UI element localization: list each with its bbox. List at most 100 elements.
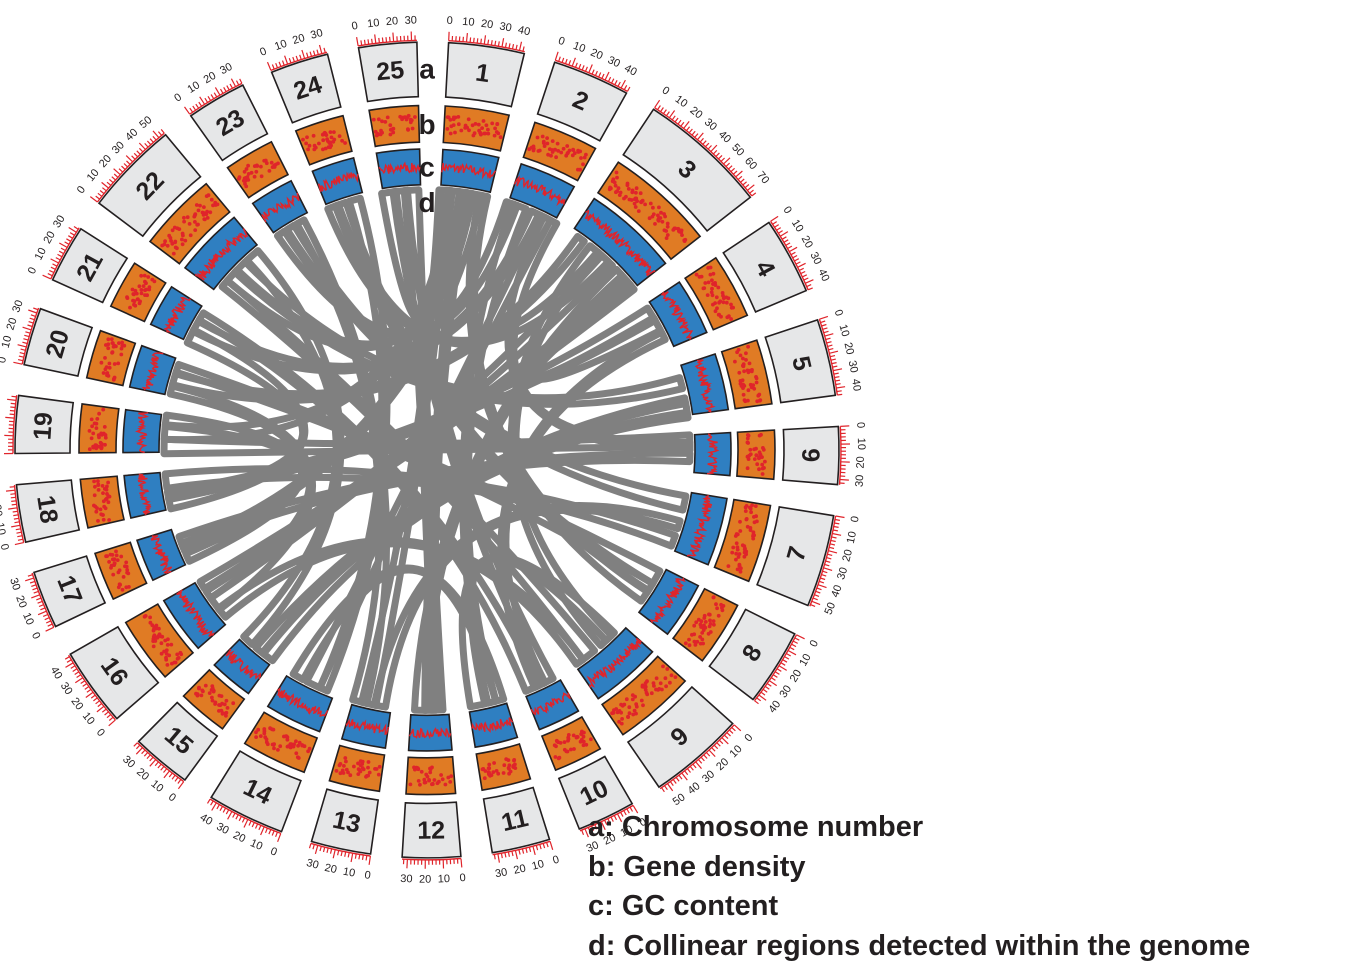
- tick-label: 0: [832, 308, 845, 318]
- gene-density-point: [338, 763, 342, 767]
- tick-mark: [752, 193, 756, 196]
- gene-density-point: [700, 619, 704, 623]
- gene-density-point: [153, 633, 157, 637]
- tick-label: 40: [517, 24, 532, 38]
- tick-mark: [506, 43, 507, 48]
- gene-density-point: [752, 387, 756, 391]
- tick-mark: [175, 777, 178, 781]
- gene-density-point: [721, 291, 725, 295]
- tick-mark: [314, 51, 315, 56]
- tick-mark: [119, 169, 123, 172]
- gene-density-point: [641, 703, 645, 707]
- tick-mark: [6, 490, 15, 491]
- gene-density-point: [704, 620, 708, 624]
- tick-mark: [211, 95, 214, 99]
- gene-density-point: [96, 483, 100, 487]
- tick-mark: [361, 40, 362, 45]
- tick-mark: [763, 689, 767, 692]
- tick-mark: [830, 544, 835, 545]
- tick-mark: [16, 529, 21, 530]
- gene-density-point: [741, 364, 745, 368]
- tick-mark: [233, 813, 235, 817]
- gene-density-point: [109, 566, 113, 570]
- gene-density-point: [643, 203, 647, 207]
- tick-label: 40: [849, 378, 863, 392]
- gene-density-point: [608, 187, 612, 191]
- tick-mark: [249, 821, 251, 826]
- gene-density-point: [674, 675, 678, 679]
- gene-density-point: [630, 190, 634, 194]
- gene-density-point: [541, 135, 545, 139]
- gene-density-point: [90, 418, 94, 422]
- gene-density-point: [218, 694, 222, 698]
- tick-mark: [279, 62, 281, 67]
- tick-mark: [58, 254, 62, 256]
- tick-mark: [313, 844, 314, 849]
- gene-density-point: [294, 739, 298, 743]
- tick-mark: [498, 41, 499, 46]
- gene-density-point: [542, 141, 546, 145]
- tick-mark: [526, 848, 527, 853]
- gene-density-point: [749, 507, 753, 511]
- gene-density-point: [423, 781, 427, 785]
- gene-density-point: [562, 147, 566, 151]
- tick-mark: [519, 850, 520, 855]
- chromosome-number: 12: [417, 816, 445, 844]
- tick-label: 20: [788, 668, 805, 685]
- gene-density-point: [246, 178, 250, 182]
- tick-mark: [540, 844, 541, 849]
- tick-mark: [59, 243, 67, 247]
- tick-mark: [795, 638, 799, 640]
- gene-density-point: [409, 120, 413, 124]
- gene-density-point: [101, 491, 105, 495]
- tick-mark: [86, 692, 93, 697]
- gene-density-point: [367, 760, 371, 764]
- gene-density-point: [103, 425, 107, 429]
- gene-density-point: [711, 293, 715, 297]
- tick-mark: [788, 246, 792, 248]
- tick-mark: [520, 42, 522, 51]
- gene-density-point: [110, 337, 114, 341]
- gene-density-point: [437, 780, 441, 784]
- tick-mark: [75, 678, 83, 683]
- legend-item-b: b: Gene density: [588, 848, 1250, 888]
- gene-density-point: [253, 175, 257, 179]
- tick-label: 60: [742, 155, 759, 172]
- gene-density-point: [617, 720, 621, 724]
- tick-mark: [769, 681, 776, 686]
- gene-density-point: [684, 641, 688, 645]
- tick-mark: [226, 810, 228, 814]
- gene-density-point: [512, 764, 516, 768]
- gene-density-point: [492, 761, 496, 765]
- tick-mark: [369, 856, 370, 865]
- gene-density-point: [578, 168, 582, 172]
- gene-density-point: [143, 280, 147, 284]
- tick-mark: [624, 85, 626, 89]
- gene-density-point: [758, 399, 762, 403]
- gene-density-point: [463, 126, 467, 130]
- tick-mark: [134, 153, 138, 157]
- gene-density-point: [131, 299, 135, 303]
- tick-mark: [830, 356, 835, 357]
- tick-mark: [681, 122, 684, 126]
- gene-density-point: [649, 202, 653, 206]
- gene-density-point: [198, 204, 202, 208]
- gene-density-point: [272, 747, 276, 751]
- gene-density-point: [452, 123, 456, 127]
- gene-density-point: [472, 134, 476, 138]
- tick-mark: [773, 222, 777, 225]
- gene-density-point: [304, 142, 308, 146]
- tick-label: 20: [291, 32, 306, 47]
- tick-mark: [5, 417, 14, 418]
- tick-mark: [837, 391, 842, 392]
- gene-density-point: [143, 274, 147, 278]
- tick-mark: [338, 850, 339, 855]
- gene-density-point: [125, 568, 129, 572]
- tick-mark: [124, 164, 128, 167]
- tick-mark: [602, 74, 604, 79]
- gene-density-point: [163, 239, 167, 243]
- tick-mark: [840, 426, 849, 427]
- gene-density-block: [476, 744, 530, 790]
- tick-mark: [829, 547, 834, 548]
- gene-density-point: [576, 735, 580, 739]
